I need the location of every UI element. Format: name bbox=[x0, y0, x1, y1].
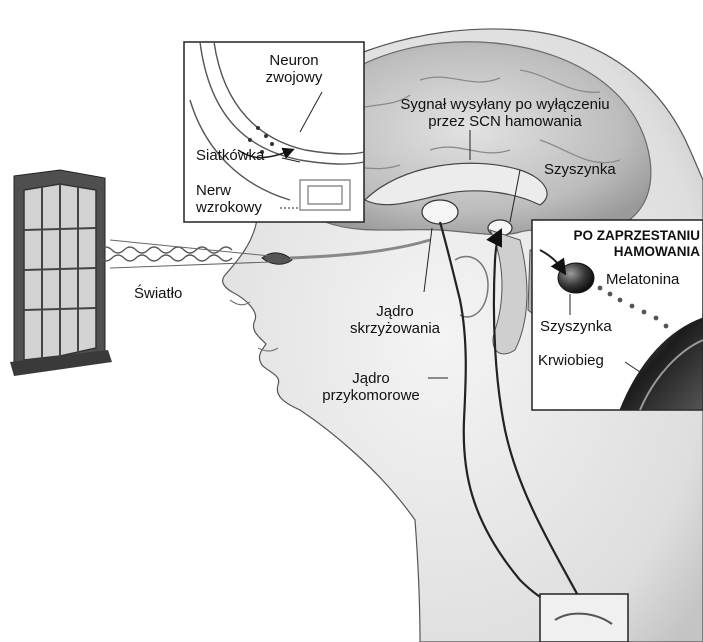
label-signal-line1: Sygnał wysyłany po wyłączeniu bbox=[370, 96, 640, 113]
label-light: Światło bbox=[134, 285, 182, 302]
label-scn-line1: Jądro bbox=[350, 303, 440, 320]
label-inset-title-line2: HAMOWANIA bbox=[548, 244, 700, 260]
label-neuron-line1: Neuron bbox=[249, 52, 339, 69]
label-pvn-line2: przykomorowe bbox=[316, 387, 426, 404]
label-optic-nerve: Nerw wzrokowy bbox=[196, 182, 262, 216]
label-pineal-top: Szyszynka bbox=[544, 161, 616, 178]
label-scn-line2: skrzyżowania bbox=[350, 320, 440, 337]
label-retina: Siatkówka bbox=[196, 147, 264, 164]
label-inset-title: PO ZAPRZESTANIU HAMOWANIA bbox=[548, 228, 700, 260]
label-neuron: Neuron zwojowy bbox=[249, 52, 339, 86]
label-optic-nerve-line2: wzrokowy bbox=[196, 199, 262, 216]
window-light-source bbox=[10, 170, 112, 376]
label-pineal-inset: Szyszynka bbox=[540, 318, 612, 335]
label-inset-title-line1: PO ZAPRZESTANIU bbox=[548, 228, 700, 244]
ganglion-box bbox=[540, 594, 628, 642]
label-pvn: Jądro przykomorowe bbox=[316, 370, 426, 404]
label-signal: Sygnał wysyłany po wyłączeniu przez SCN … bbox=[370, 96, 640, 130]
label-pvn-line1: Jądro bbox=[316, 370, 426, 387]
label-scn: Jądro skrzyżowania bbox=[350, 303, 440, 337]
label-melatonin: Melatonina bbox=[606, 271, 679, 288]
label-neuron-line2: zwojowy bbox=[249, 69, 339, 86]
label-optic-nerve-line1: Nerw bbox=[196, 182, 262, 199]
label-signal-line2: przez SCN hamowania bbox=[370, 113, 640, 130]
label-bloodstream: Krwiobieg bbox=[538, 352, 604, 369]
